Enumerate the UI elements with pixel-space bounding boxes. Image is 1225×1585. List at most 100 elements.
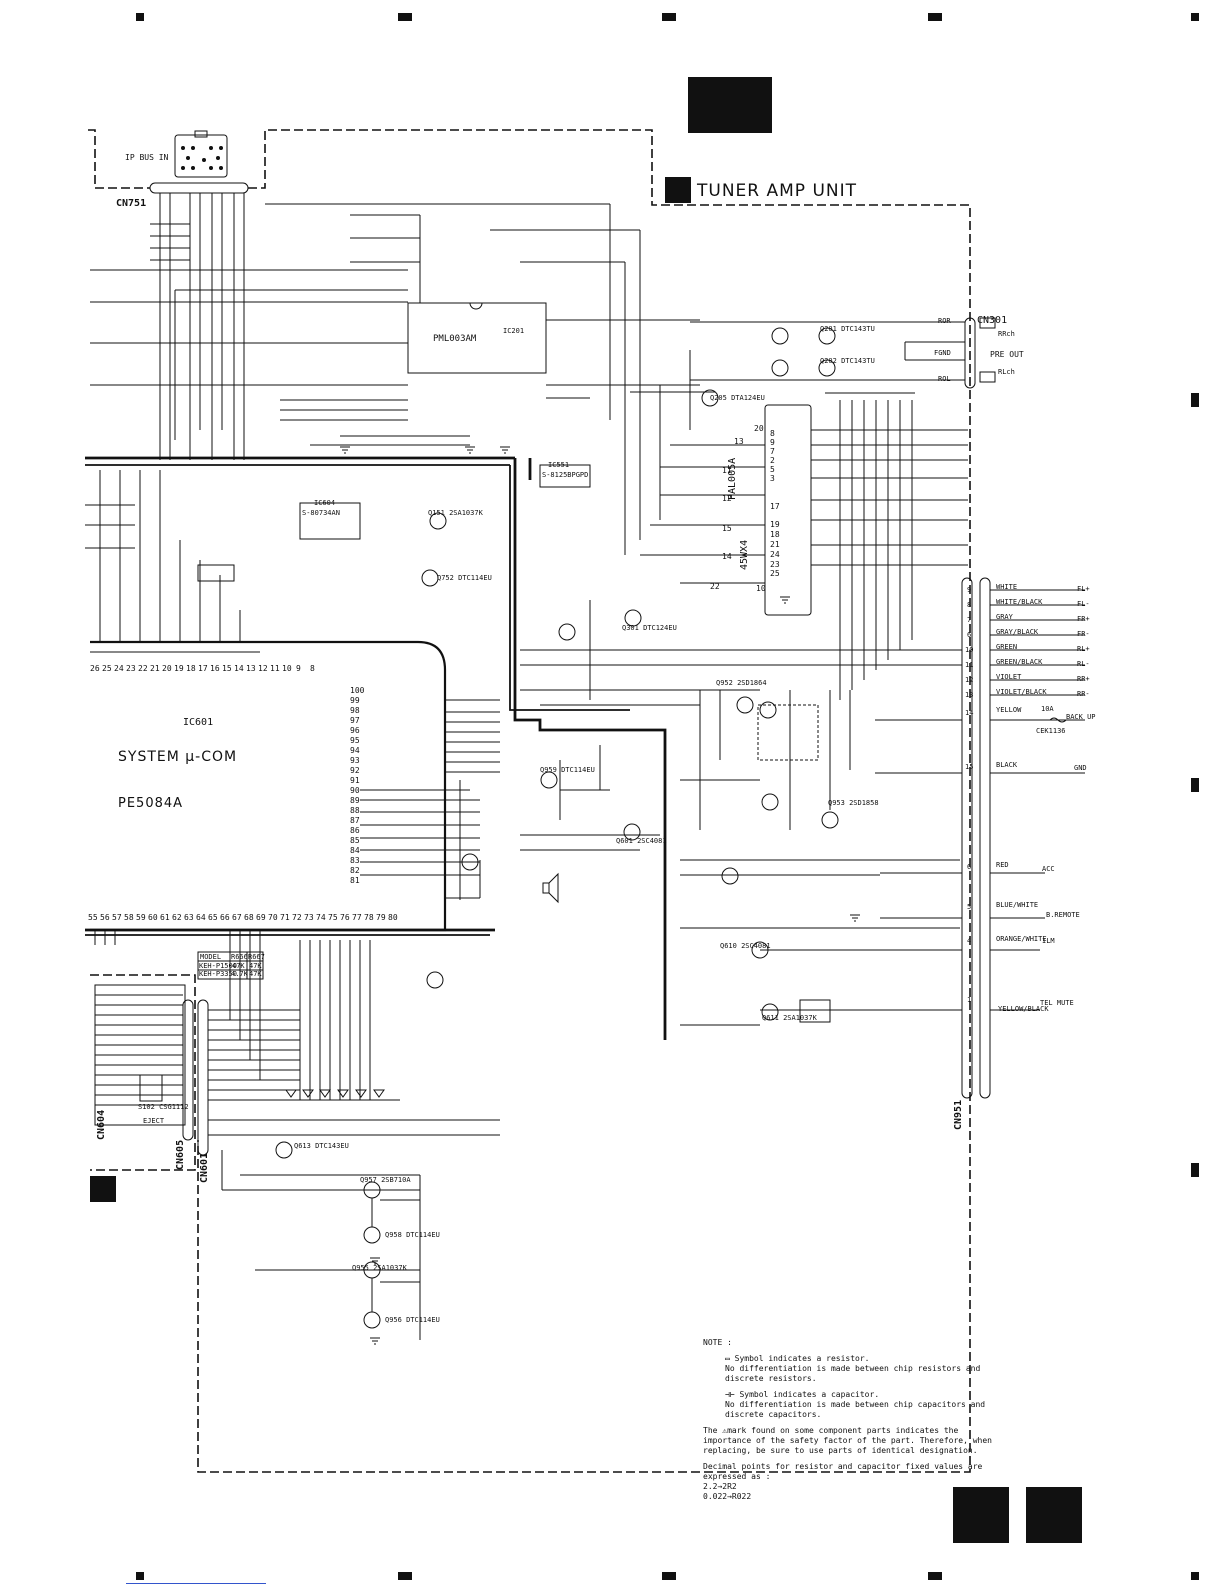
- wire-pin: 8: [967, 601, 972, 609]
- amp-pin: 23: [770, 560, 780, 569]
- ic601-pin: 85: [350, 836, 360, 845]
- ic601-pin: 56: [100, 913, 110, 922]
- amp-pin: 22: [710, 582, 720, 591]
- amp-sub: 45WX4: [739, 539, 750, 570]
- transistor-label: Q201 DTC143TU: [820, 325, 875, 333]
- model-table-cell: 47K: [249, 970, 262, 978]
- unit-boundary: [88, 129, 971, 1473]
- unit-marker-square: [665, 177, 691, 203]
- ic601-pin: 20: [162, 664, 172, 673]
- capacitor-symbol-icon: ⊣⊢: [725, 1390, 740, 1399]
- ic601-pin: 65: [208, 913, 218, 922]
- amp-pin: 15: [722, 524, 732, 533]
- amp-pin: 11: [722, 466, 732, 475]
- amp-pin: 8: [770, 429, 775, 438]
- wire-signal: RR-: [1077, 690, 1090, 698]
- page-marker-top: [688, 77, 772, 133]
- amp-pin: 9: [770, 438, 775, 447]
- ic601-pin: 90: [350, 786, 360, 795]
- ic201-body: [407, 302, 547, 374]
- cn751-label: CN751: [116, 198, 147, 209]
- ic601-pin: 59: [136, 913, 146, 922]
- note-resistor-text: Symbol indicates a resistor.: [734, 1354, 870, 1363]
- wire-pin: 7: [967, 616, 972, 624]
- eject-label: EJECT: [143, 1117, 165, 1125]
- wire-color: BLACK: [996, 761, 1018, 769]
- ic601-pin: 25: [102, 664, 112, 673]
- ic601-part: PE5084A: [118, 796, 184, 811]
- wire-color: RED: [996, 861, 1009, 869]
- ic601-pin: 55: [88, 913, 98, 922]
- ic601-pin: 12: [258, 664, 268, 673]
- ic601-pin: 99: [350, 696, 360, 705]
- ic601-pin: 97: [350, 716, 360, 725]
- ic601-body: [90, 640, 447, 932]
- wire-color: GREEN/BLACK: [996, 658, 1043, 666]
- ic601-pin: 14: [234, 664, 244, 673]
- transistor-label: Q610 2SC4081: [720, 942, 771, 950]
- wire-pin: 11: [965, 661, 974, 669]
- fuse-rating: 10A: [1041, 705, 1054, 713]
- wire-signal: GND: [1074, 764, 1087, 772]
- ic601-pin: 67: [232, 913, 242, 922]
- wire-color: GREEN: [996, 643, 1018, 651]
- ic601-pin: 74: [316, 913, 326, 922]
- cn605-label: CN605: [175, 1139, 186, 1170]
- ic601-pin: 87: [350, 816, 360, 825]
- ic601-pin: 77: [352, 913, 362, 922]
- wire-signal: B.REMOTE: [1046, 911, 1080, 919]
- wire-pin: 6: [967, 631, 972, 639]
- ic601-pin: 82: [350, 866, 360, 875]
- ic201-part: PML003AM: [433, 334, 477, 344]
- transistor-label: Q611 2SA1037K: [762, 1014, 817, 1022]
- ic601-pin: 13: [246, 664, 256, 673]
- wire-pin: 13: [965, 691, 974, 699]
- transistor-label: Q958 DTC114EU: [385, 1231, 440, 1239]
- transistor-label: Q601 2SC4081: [616, 837, 667, 845]
- amp-pin: 3: [770, 474, 775, 483]
- model-table-cell: 4.7K: [231, 970, 248, 978]
- ic601-pin: 17: [198, 664, 208, 673]
- cn951-connector: [961, 577, 973, 1099]
- ic601-pin: 86: [350, 826, 360, 835]
- wire-signal: FR-: [1077, 630, 1090, 638]
- note-capacitor: ⊣⊢ Symbol indicates a capacitor.No diffe…: [725, 1390, 1003, 1420]
- amp-pin: 24: [770, 550, 780, 559]
- note-decimal: Decimal points for resistor and capacito…: [703, 1462, 983, 1481]
- model-table-head: R666: [231, 953, 248, 961]
- ic601-pin: 68: [244, 913, 254, 922]
- ic601-pin: 69: [256, 913, 266, 922]
- amp-pin: 10: [756, 584, 766, 593]
- ic601-pin: 93: [350, 756, 360, 765]
- wire-color: YELLOW/BLACK: [998, 1005, 1049, 1013]
- footer-link-line: [126, 1583, 266, 1584]
- transistor-label: Q752 DTC114EU: [437, 574, 492, 582]
- pre-pin-rol: ROL: [938, 375, 951, 383]
- wire-color: WHITE: [996, 583, 1018, 591]
- transistor-label: Q301 DTC124EU: [622, 624, 677, 632]
- pre-out-label: PRE OUT: [990, 350, 1024, 359]
- amp-pin: 17: [770, 502, 780, 511]
- cn601-label: CN601: [199, 1152, 210, 1183]
- model-table-cell: KEH-P1500: [199, 962, 237, 970]
- wire-pin: 10: [965, 646, 974, 654]
- unit-marker-bottom-left: [90, 1176, 116, 1202]
- ic601-pin: 94: [350, 746, 360, 755]
- ic604-part: S-80734AN: [302, 509, 340, 517]
- amp-pin: 25: [770, 569, 780, 578]
- ic601-pin: 24: [114, 664, 124, 673]
- ic601-pin: 26: [90, 664, 100, 673]
- ic601-pin: 75: [328, 913, 338, 922]
- wire-pin: 4: [967, 937, 972, 945]
- ic601-pin: 95: [350, 736, 360, 745]
- wire-signal: FL-: [1077, 600, 1090, 608]
- pre-left-label: RLch: [998, 368, 1015, 376]
- wire-pin: 6: [967, 863, 972, 871]
- ic601-pin: 100: [350, 686, 365, 695]
- wire-signal: FL+: [1077, 585, 1090, 593]
- page-number-box-2: [1026, 1487, 1082, 1543]
- wire-signal: BACK UP: [1066, 713, 1096, 721]
- wire-color: VIOLET: [996, 673, 1022, 681]
- power-amp-ic: [764, 404, 812, 616]
